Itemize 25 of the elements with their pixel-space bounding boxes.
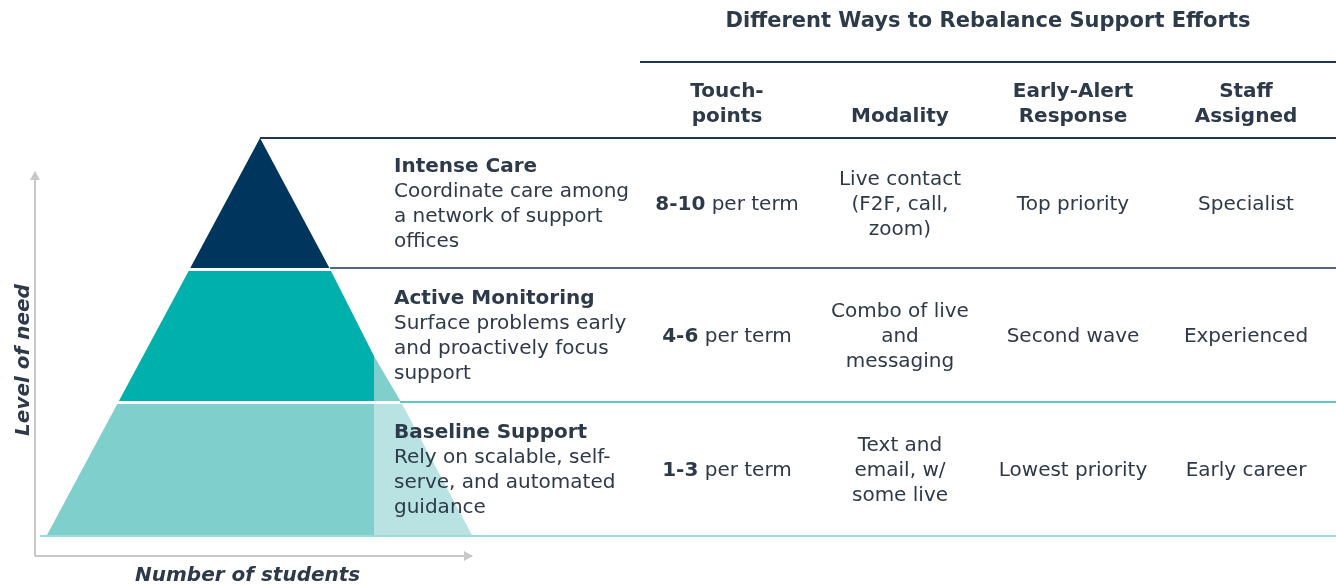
table-cell-text: Top priority — [1015, 190, 1131, 216]
tier-description: Coordinate care among a network of support offices — [394, 178, 631, 253]
tier-heading: Baseline Support — [394, 419, 589, 444]
table-cell-text: Live contact (F2F, call, zoom) — [837, 165, 962, 241]
column-header: Early-Alert Response — [1011, 78, 1135, 128]
table-cell-text: Experienced — [1182, 322, 1310, 348]
table-cell-text: Early career — [1184, 456, 1308, 482]
table-cell-text: 4-6 per term — [661, 322, 793, 348]
column-header: Touch-points — [689, 78, 765, 128]
tier-description: Surface problems early and proactively focus support — [394, 310, 628, 385]
axis-label: Level of need — [9, 284, 35, 436]
table-cell-text: Text and email, w/ some live — [850, 431, 950, 507]
tier-heading: Active Monitoring — [394, 285, 596, 310]
tier-description: Rely on scalable, self-serve, and automated guidance — [394, 444, 617, 519]
column-header: Modality — [850, 103, 950, 128]
table-cell-text: Second wave — [1005, 322, 1141, 348]
column-header: Staff Assigned — [1193, 78, 1299, 128]
table-cell-text: 1-3 per term — [661, 456, 793, 482]
axis-label: Number of students — [135, 562, 361, 586]
table-cell-text: Lowest priority — [998, 456, 1148, 482]
table-cell-text: Specialist — [1197, 190, 1295, 216]
table-cell-text: Combo of live and messaging — [830, 297, 970, 373]
tier-heading: Intense Care — [394, 153, 539, 178]
table-cell-text: 8-10 per term — [654, 190, 800, 216]
table-title: Different Ways to Rebalance Support Efforts — [724, 8, 1252, 33]
